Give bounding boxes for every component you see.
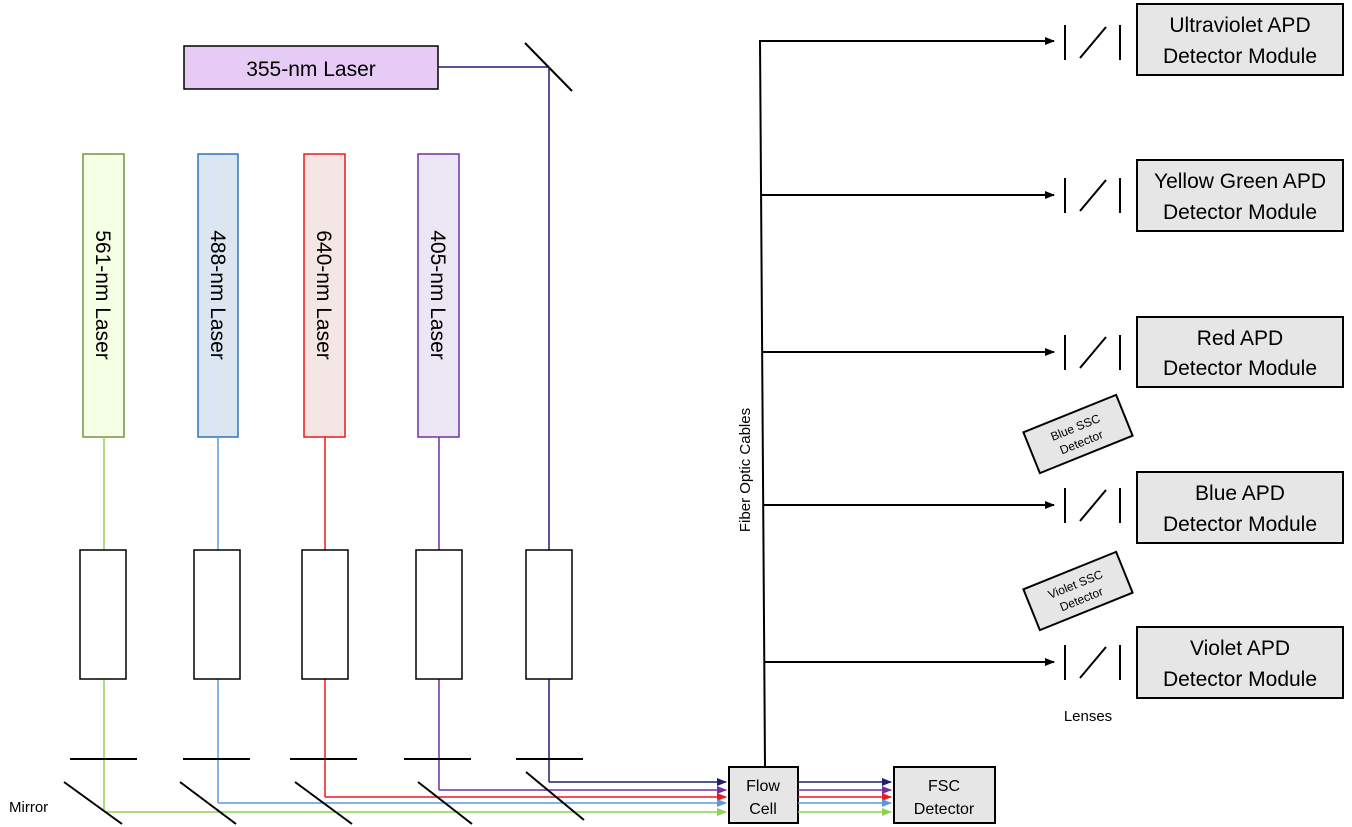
detector-blue-line1: Blue APD — [1195, 482, 1285, 505]
detector-red-line2: Detector Module — [1163, 357, 1317, 380]
laser-640: 640-nm Laser — [303, 153, 346, 438]
lens-group-violet — [1064, 645, 1121, 680]
mirror-label: Mirror — [9, 799, 48, 816]
optic-488 — [193, 549, 241, 680]
fsc-detector-line1: FSC — [928, 778, 960, 795]
fiber-label: Fiber Optic Cables — [737, 408, 754, 532]
detector-yg-box — [1136, 159, 1344, 232]
flow-cell-label-line1: Flow — [746, 778, 780, 795]
laser-561-label: 561-nm Laser — [91, 230, 114, 360]
laser-640-label: 640-nm Laser — [312, 230, 335, 360]
mirror-640 — [294, 781, 353, 825]
detector-violet-line1: Violet APD — [1190, 637, 1290, 660]
blue-ssc-detector: Blue SSC Detector — [1022, 393, 1134, 475]
detector-blue-box — [1136, 471, 1344, 544]
detector-yg-line2: Detector Module — [1163, 201, 1317, 224]
detector-violet: Violet APD Detector Module — [1136, 626, 1344, 699]
detector-red-box — [1136, 316, 1344, 388]
detector-uv-box — [1136, 3, 1344, 76]
mirror-405 — [417, 781, 473, 825]
lens-group-uv — [1064, 25, 1121, 60]
violet-ssc-box — [1022, 550, 1134, 632]
detector-blue: Blue APD Detector Module — [1136, 471, 1344, 544]
detector-uv-line1: Ultraviolet APD — [1169, 14, 1310, 37]
mirror-488 — [179, 781, 237, 825]
laser-405: 405-nm Laser — [417, 153, 460, 438]
lens-group-blue — [1064, 488, 1121, 523]
detector-yg: Yellow Green APD Detector Module — [1136, 159, 1344, 232]
lens-group-red — [1064, 335, 1121, 370]
laser-488-box — [197, 153, 239, 438]
lens-group-yg — [1064, 178, 1121, 213]
lenses-label: Lenses — [1064, 708, 1112, 725]
mirror-355-bottom — [525, 771, 585, 821]
flow-cell-label-line2: Cell — [749, 801, 777, 818]
fsc-detector-line2: Detector — [914, 801, 975, 818]
laser-561-box — [82, 153, 125, 438]
detector-yg-line1: Yellow Green APD — [1154, 170, 1326, 193]
optic-561 — [79, 549, 127, 680]
optic-640 — [301, 549, 349, 680]
detector-blue-line2: Detector Module — [1163, 513, 1317, 536]
fsc-detector-box — [893, 766, 996, 824]
flow-cell-box — [728, 766, 799, 824]
laser-488-label: 488-nm Laser — [206, 230, 229, 360]
laser-355-label: 355-nm Laser — [246, 58, 376, 81]
blue-ssc-box — [1022, 393, 1134, 475]
detector-red: Red APD Detector Module — [1136, 316, 1344, 388]
optic-405 — [415, 549, 463, 680]
laser-488: 488-nm Laser — [197, 153, 239, 438]
optic-355 — [525, 549, 573, 680]
detector-violet-line2: Detector Module — [1163, 668, 1317, 691]
detector-uv-line2: Detector Module — [1163, 45, 1317, 68]
laser-561: 561-nm Laser — [82, 153, 125, 438]
laser-405-label: 405-nm Laser — [426, 230, 449, 360]
detector-violet-box — [1136, 626, 1344, 699]
detector-red-line1: Red APD — [1197, 327, 1283, 350]
violet-ssc-detector: Violet SSC Detector — [1022, 550, 1134, 632]
mirror-561 — [63, 781, 123, 825]
detector-uv: Ultraviolet APD Detector Module — [1136, 3, 1344, 76]
laser-355-box — [183, 45, 439, 90]
fiber-trunk — [759, 39, 766, 768]
